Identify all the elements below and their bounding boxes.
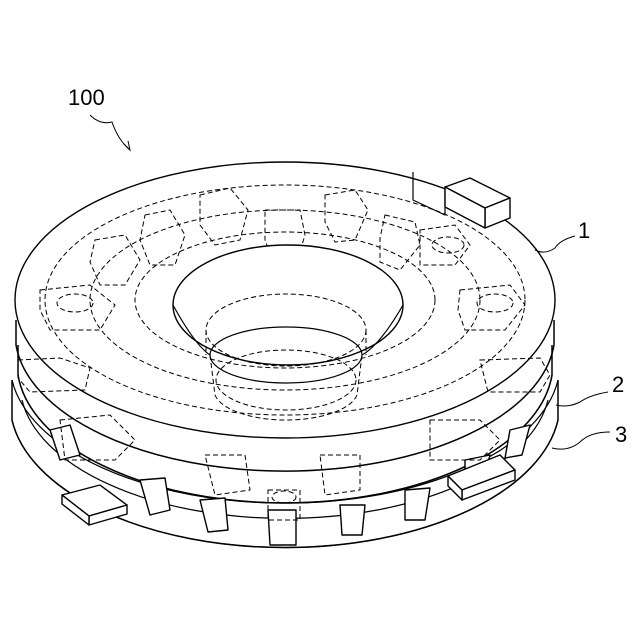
label-part-3: 3 — [615, 422, 627, 447]
leader-1 — [535, 236, 575, 252]
leader-100 — [90, 115, 130, 150]
leader-2 — [556, 392, 608, 406]
label-part-2: 2 — [612, 372, 624, 397]
label-part-1: 1 — [578, 218, 590, 243]
leader-3 — [552, 432, 610, 449]
label-assembly-100: 100 — [68, 85, 105, 110]
